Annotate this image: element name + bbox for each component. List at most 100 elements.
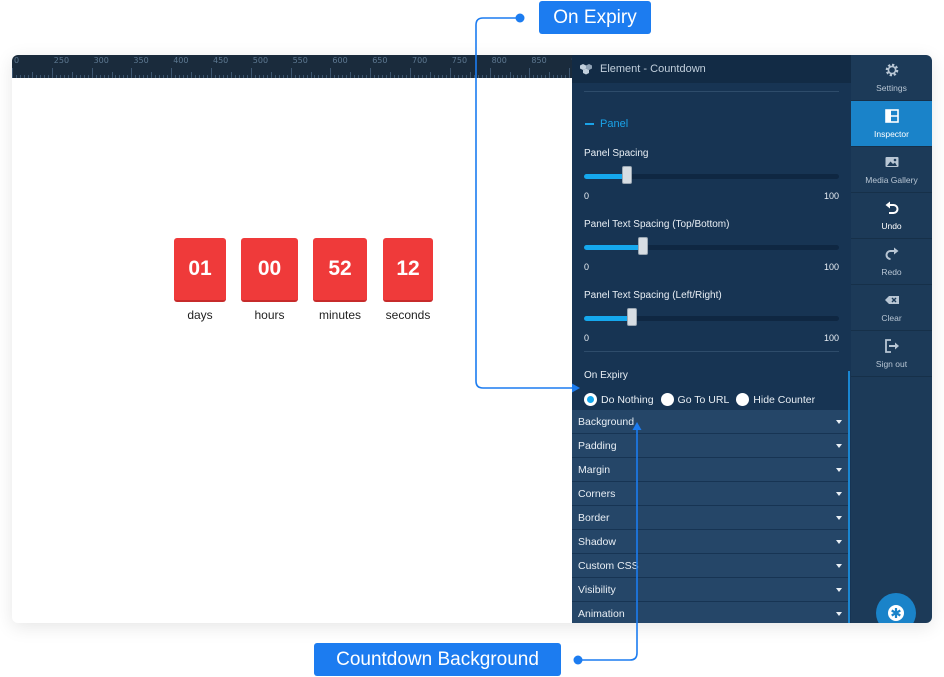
caret-down-icon	[836, 467, 842, 472]
radio-dot[interactable]	[736, 393, 750, 406]
radio-dot[interactable]	[660, 393, 674, 406]
slider-track[interactable]	[584, 166, 839, 184]
element-cubes-icon	[580, 64, 592, 75]
ruler-tick	[485, 75, 487, 78]
ruler-tick	[103, 75, 105, 78]
slider-handle[interactable]	[627, 308, 638, 326]
panel-divider	[584, 351, 839, 352]
ruler-label: 300	[93, 56, 109, 65]
radio-dot[interactable]	[584, 393, 597, 406]
accordion-label: Margin	[578, 463, 611, 476]
ruler-tick	[238, 75, 240, 78]
toolbar-inspector[interactable]: Inspector	[851, 101, 932, 147]
accordion-animation[interactable]: Animation	[572, 602, 848, 623]
accordion-custom-css[interactable]: Custom CSS	[572, 554, 848, 577]
toolbar-undo[interactable]: Undo	[851, 193, 932, 239]
ruler-tick	[266, 75, 268, 78]
radio-label: Hide Counter	[753, 393, 816, 406]
radio-hide-counter[interactable]: Hide Counter	[736, 393, 815, 406]
ruler-tick	[314, 75, 316, 78]
ruler-tick	[429, 72, 431, 78]
ruler-label: 450	[213, 56, 229, 65]
toolbar-label: Undo	[881, 221, 902, 231]
ruler-tick	[565, 75, 567, 78]
ruler-tick	[123, 75, 125, 78]
slider-max: 100	[823, 333, 839, 343]
accordion-corners[interactable]: Corners	[572, 482, 848, 505]
ruler-tick	[43, 75, 45, 78]
inspector-panel: Element - Countdown Panel Panel Spacing …	[572, 55, 851, 623]
ruler-label: 550	[292, 56, 308, 65]
ruler-tick	[151, 72, 153, 78]
ruler-tick	[111, 72, 113, 78]
ruler-tick	[557, 75, 559, 78]
slider-handle[interactable]	[637, 237, 648, 255]
ruler-tick	[481, 75, 483, 78]
ruler-tick	[521, 75, 523, 78]
ruler-label: 750	[451, 56, 468, 65]
ruler-tick	[250, 68, 252, 78]
accordion-border[interactable]: Border	[572, 506, 848, 529]
toolbar-sign-out[interactable]: Sign out	[851, 331, 932, 377]
ruler-tick	[87, 75, 89, 78]
caret-down-icon	[836, 515, 842, 520]
ruler-tick	[374, 75, 376, 78]
ruler-tick	[334, 75, 336, 78]
ruler-tick	[91, 68, 93, 78]
ruler-tick	[437, 75, 439, 78]
caret-down-icon	[836, 491, 842, 496]
slider-handle[interactable]	[622, 166, 633, 184]
accordion-margin[interactable]: Margin	[572, 458, 848, 481]
toolbar-label: Sign out	[875, 359, 908, 369]
radio-go-to-url[interactable]: Go To URL	[660, 393, 729, 406]
toolbar-redo[interactable]: Redo	[851, 239, 932, 285]
ruler-tick	[529, 68, 531, 78]
ruler-tick	[274, 75, 276, 78]
slider-max: 100	[823, 262, 839, 272]
toolbar-clear[interactable]: Clear	[851, 285, 932, 331]
ruler-tick	[425, 75, 427, 78]
ruler-tick	[445, 75, 447, 78]
ruler-tick	[51, 68, 53, 78]
toolbar-settings[interactable]: Settings	[851, 55, 932, 101]
toolbar-media-gallery[interactable]: Media Gallery	[851, 147, 932, 193]
ruler-tick	[421, 75, 423, 78]
slider-min: 0	[584, 262, 590, 272]
countdown-element[interactable]: 01 days 00 hours 52 minutes 12 seconds	[174, 238, 433, 322]
accordion-background[interactable]: Background	[572, 410, 848, 433]
ruler-tick	[306, 75, 308, 78]
ruler-tick	[171, 68, 173, 78]
panel-section-label: Panel	[600, 118, 629, 130]
toolbar-label: Redo	[881, 267, 902, 277]
radio-do-nothing[interactable]: Do Nothing	[584, 393, 654, 406]
ruler-tick	[286, 75, 288, 78]
panel-section-toggle[interactable]: Panel	[585, 118, 851, 130]
toolbar-label: Settings	[876, 83, 907, 93]
accordion-padding[interactable]: Padding	[572, 434, 848, 457]
slider-max: 100	[823, 191, 839, 201]
accordion-visibility[interactable]: Visibility	[572, 578, 848, 601]
countdown-label-hours: hours	[254, 308, 285, 322]
ruler-tick	[441, 75, 443, 78]
ruler-label: 600	[332, 56, 348, 65]
ruler-tick	[549, 72, 551, 78]
countdown-unit-hours: 00 hours	[241, 238, 298, 322]
ruler-tick	[179, 75, 181, 78]
accordion-label: Visibility	[578, 583, 616, 596]
accordion-shadow[interactable]: Shadow	[572, 530, 848, 553]
ruler-tick	[501, 75, 503, 78]
ruler-tick	[338, 75, 340, 78]
help-fab-button[interactable]	[876, 593, 916, 623]
asterisk-chat-icon	[888, 605, 904, 621]
slider-track[interactable]	[584, 308, 839, 326]
side-toolbar: Settings Inspector Media Gallery	[851, 55, 932, 623]
ruler-tick	[214, 75, 216, 78]
ruler-label: 500	[252, 56, 269, 65]
ruler-label: 700	[412, 56, 428, 65]
panel-scrollbar[interactable]	[848, 371, 850, 623]
accordion-label: Shadow	[578, 535, 616, 548]
countdown-unit-minutes: 52 minutes	[313, 238, 367, 322]
slider-track[interactable]	[584, 237, 839, 255]
ruler-tick	[218, 75, 220, 78]
